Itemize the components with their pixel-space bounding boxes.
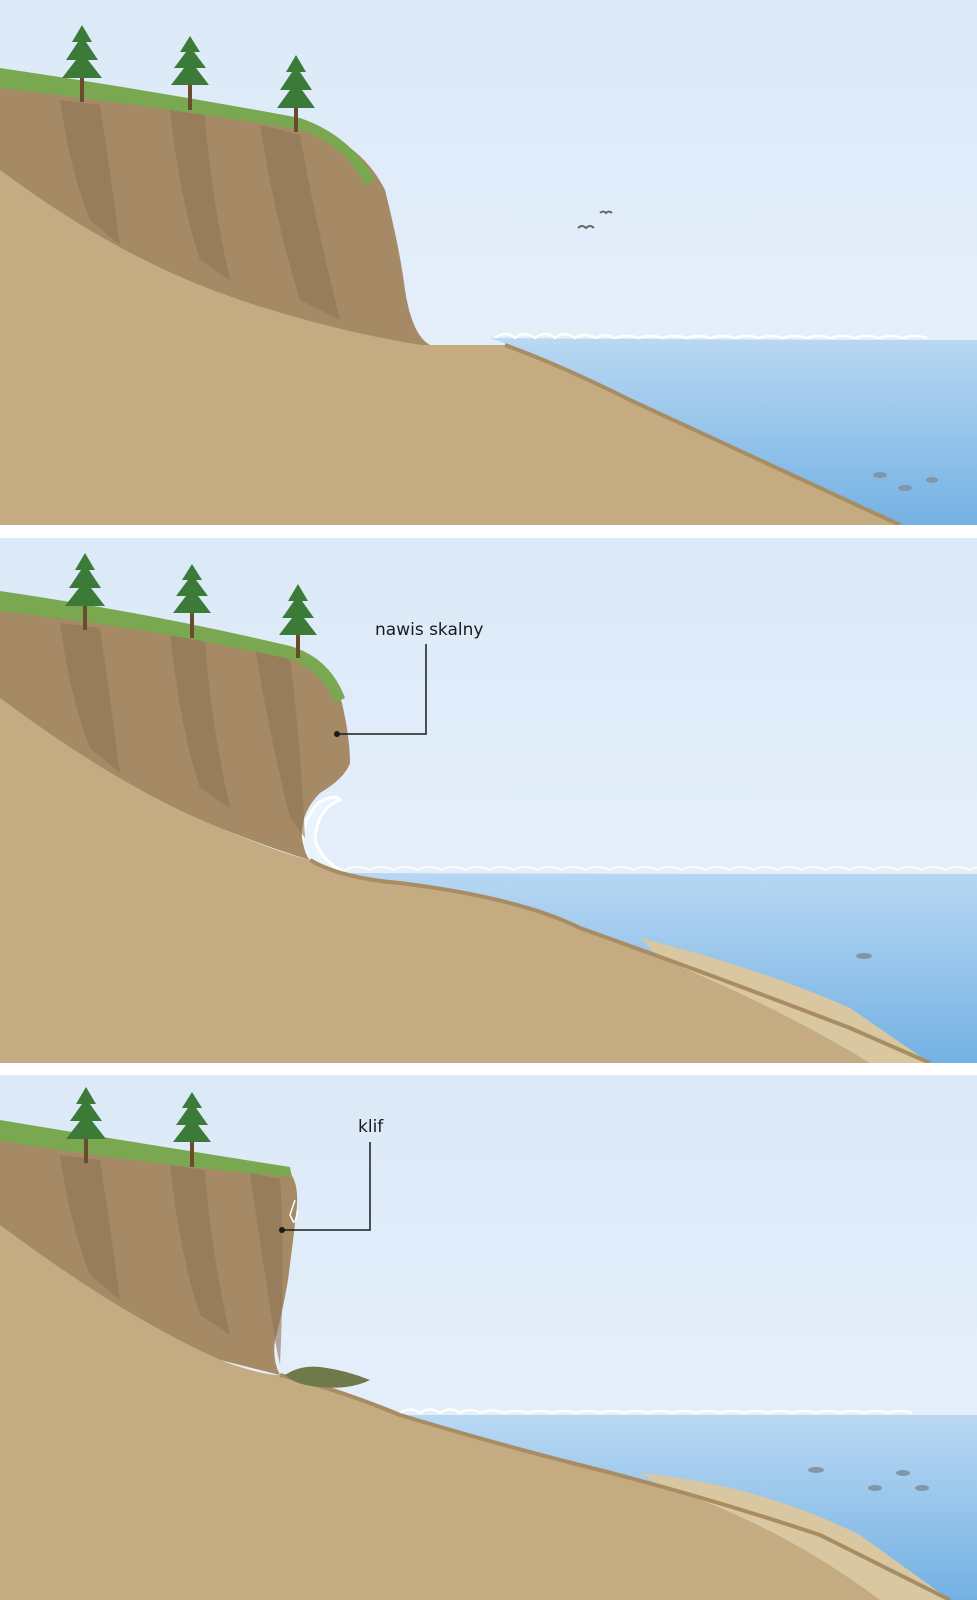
cliff-stage-2-illustration (0, 538, 977, 1063)
fish-icon (915, 1485, 929, 1491)
fish-icon (873, 472, 887, 478)
tree-icon (173, 564, 211, 638)
panel-stage-1 (0, 0, 977, 525)
breaking-wave (300, 795, 346, 875)
fish-icon (868, 1485, 882, 1491)
seabed-edge (504, 343, 901, 525)
fish-icon (898, 485, 912, 491)
cliff-cracks (289, 1199, 299, 1224)
fish-icon (856, 953, 872, 959)
ground (0, 170, 900, 525)
sea (300, 868, 977, 1063)
label-leader-line (282, 1142, 371, 1231)
sea (395, 1415, 977, 1600)
cliff-stage-3-illustration (0, 1075, 977, 1600)
cliff-shadow (60, 623, 305, 838)
grass-top (0, 68, 375, 185)
bird-icon (599, 210, 613, 215)
panel-stage-2: nawis skalny (0, 538, 977, 1063)
cliff-shadow (60, 100, 340, 320)
wave-crest (344, 866, 977, 872)
label-rock-overhang: nawis skalny (375, 620, 484, 640)
tree-icon (62, 25, 102, 102)
tree-icon (66, 1087, 106, 1163)
ground (0, 1225, 950, 1600)
sea (490, 338, 977, 525)
tree-icon (171, 36, 209, 110)
tree-icon (173, 1092, 211, 1167)
tree-icon (279, 584, 317, 658)
bird-icon (577, 225, 595, 230)
fish-icon (896, 1470, 910, 1476)
label-leader-line (337, 644, 427, 735)
label-cliff: klif (358, 1117, 384, 1137)
seabed-edge (279, 1373, 951, 1600)
wave-crest (494, 332, 928, 340)
tree-icon (65, 553, 105, 630)
collapsed-debris (285, 1366, 370, 1388)
fish-icon (926, 477, 938, 483)
sand-strip (640, 1473, 950, 1600)
panel-stage-3: klif (0, 1075, 977, 1600)
tree-icon (277, 55, 315, 132)
cliff-shadow (60, 1155, 283, 1365)
seabed-edge (308, 858, 931, 1063)
cliff-stage-1-illustration (0, 0, 977, 525)
wave-crest (399, 1408, 913, 1415)
fish-icon (808, 1467, 824, 1473)
